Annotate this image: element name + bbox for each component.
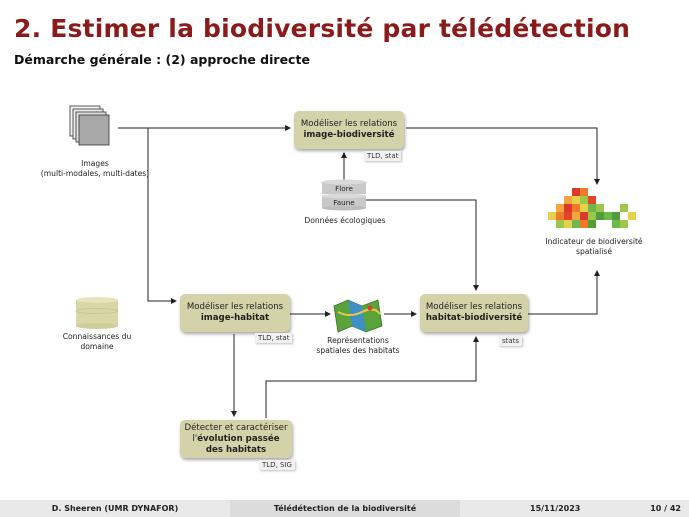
footer-right: 15/11/2023 10 / 42 — [460, 500, 689, 517]
footer-author: D. Sheeren (UMR DYNAFOR) — [0, 500, 230, 517]
ecological-database-icon — [322, 179, 366, 211]
node-image-biodiversity: Modéliser les relations image-biodiversi… — [294, 111, 404, 149]
tag-habitat-evolution: TLD, SIG — [259, 460, 295, 470]
node-image-habitat: Modéliser les relations image-habitat — [180, 294, 290, 332]
node-habitat-biodiversity-line2: habitat-biodiversité — [425, 313, 523, 323]
label-domain-knowledge: Connaissances du domaine — [62, 332, 132, 351]
knowledge-database-icon — [75, 297, 119, 329]
node-image-biodiversity-line2: image-biodiversité — [303, 130, 395, 140]
label-habitat-representations: Représentations spatiales des habitats — [316, 336, 400, 355]
node-habitat-biodiversity-line1: Modéliser les relations — [425, 302, 523, 312]
node-habitat-biodiversity: Modéliser les relations habitat-biodiver… — [420, 294, 528, 332]
node-image-biodiversity-line1: Modéliser les relations — [300, 119, 398, 129]
node-image-habitat-line1: Modéliser les relations — [186, 302, 284, 312]
biodiversity-indicator-map — [548, 188, 636, 228]
node-image-habitat-line2: image-habitat — [200, 313, 270, 323]
habitat-map-icon — [333, 299, 383, 333]
slide-footer: D. Sheeren (UMR DYNAFOR) Télédétection d… — [0, 500, 689, 517]
node-habitat-evolution-line1: Détecter et caractériser — [184, 422, 288, 433]
slide-subtitle: Démarche générale : (2) approche directe — [14, 52, 310, 67]
footer-course: Télédétection de la biodiversité — [230, 500, 460, 517]
tag-image-biodiversity: TLD, stat — [364, 151, 402, 161]
label-biodiversity-indicator: Indicateur de biodiversité spatialisé — [545, 237, 643, 256]
slide-title: 2. Estimer la biodiversité par télédétec… — [14, 14, 631, 43]
images-stack-icon — [69, 105, 110, 146]
node-habitat-evolution-line2: l'évolution passée — [192, 433, 280, 444]
footer-page-number: 10 / 42 — [650, 504, 681, 513]
label-ecological-data: Données écologiques — [304, 216, 386, 225]
node-habitat-evolution-line3: des habitats — [205, 444, 267, 455]
tag-image-habitat: TLD, stat — [255, 333, 293, 343]
tag-habitat-biodiversity: stats — [499, 336, 523, 346]
label-images: Images (multi-modales, multi-dates) — [40, 159, 150, 178]
label-flore: Flore — [335, 184, 353, 193]
diagram-connectors — [69, 105, 636, 418]
node-habitat-evolution: Détecter et caractériser l'évolution pas… — [180, 420, 292, 458]
label-faune: Faune — [333, 198, 355, 207]
footer-date: 15/11/2023 — [530, 504, 581, 513]
